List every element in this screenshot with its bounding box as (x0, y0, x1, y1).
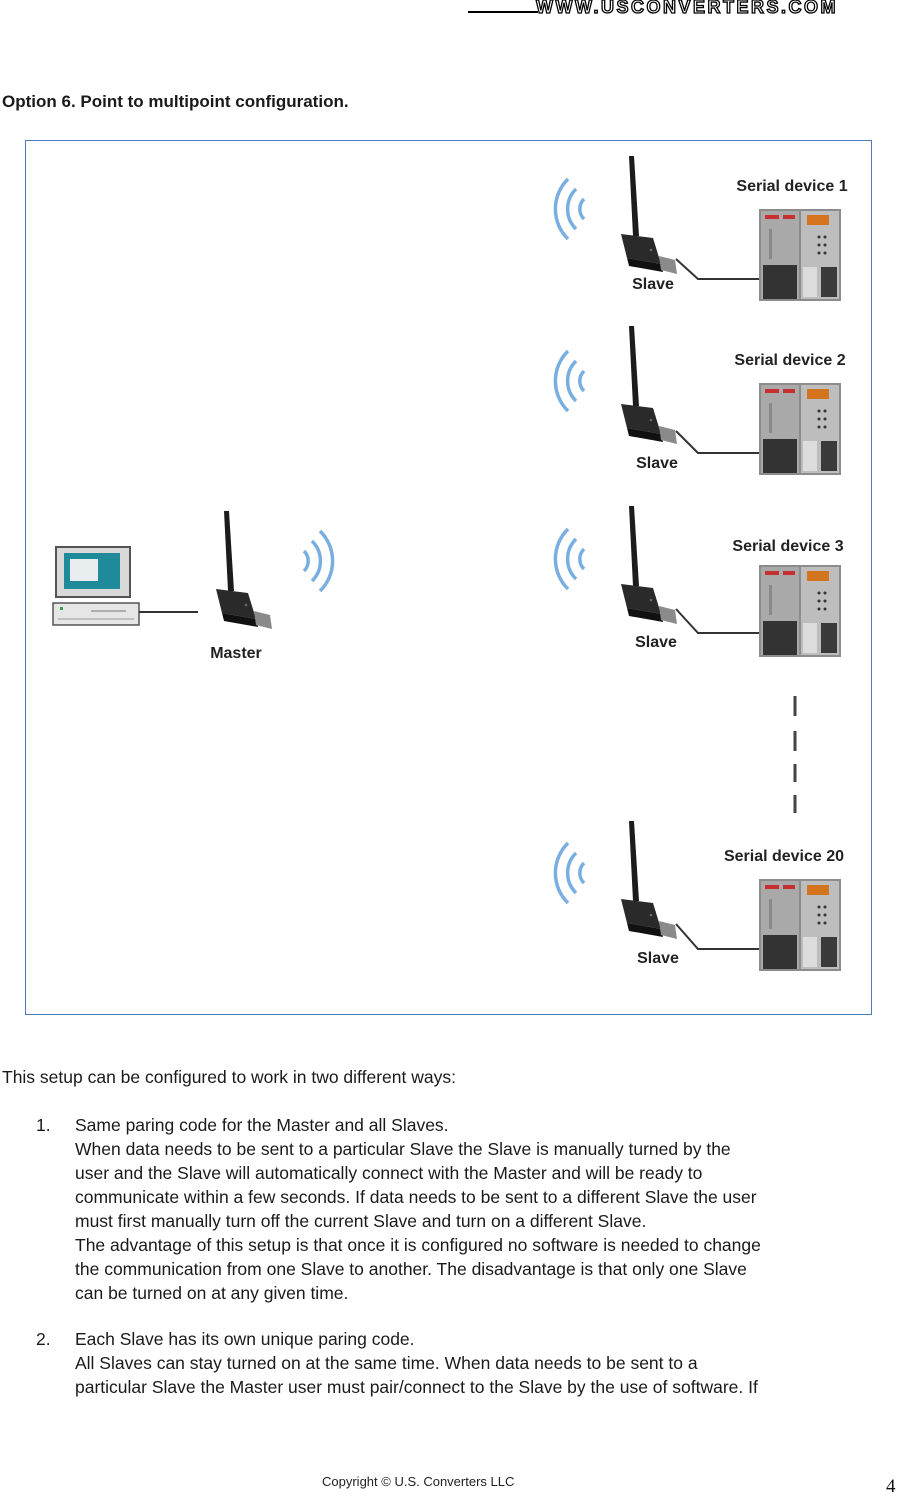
section-title: Option 6. Point to multipoint configurat… (2, 92, 349, 111)
diagram-figure: Master Slave Serial device 1 Slave Seria… (25, 140, 872, 1015)
header-website-url[interactable]: www.usconverters.com (535, 0, 838, 18)
slave-cable (675, 430, 766, 454)
list-item-text: Same paring code for the Master and all … (75, 1113, 895, 1305)
footer-copyright: Copyright © U.S. Converters LLC (322, 1474, 515, 1489)
device-label: Serial device 3 (732, 538, 843, 555)
device-label: Serial device 20 (724, 848, 844, 865)
text-line: The advantage of this setup is that once… (75, 1235, 761, 1255)
slave-adapter-icon (621, 506, 677, 624)
slave-wireless-signal-icon (553, 841, 586, 905)
text-line: can be turned on at any given time. (75, 1283, 349, 1303)
slave-group-2: Slave Serial device 2 (553, 326, 846, 475)
device-label: Serial device 2 (734, 352, 845, 369)
list-item-number: 2. (36, 1329, 51, 1349)
text-line: Same paring code for the Master and all … (75, 1115, 449, 1135)
slave-group-20: Slave Serial device 20 (553, 821, 844, 971)
text-line: the communication from one Slave to anot… (75, 1259, 747, 1279)
text-line: All Slaves can stay turned on at the sam… (75, 1353, 698, 1373)
master-label: Master (210, 645, 262, 662)
master-adapter-icon (216, 511, 272, 629)
text-line: When data needs to be sent to a particul… (75, 1139, 731, 1159)
slave-label: Slave (632, 276, 674, 293)
computer-icon (52, 546, 140, 626)
device-label: Serial device 1 (736, 178, 847, 195)
slave-adapter-icon (621, 156, 677, 274)
header-rule (468, 11, 538, 13)
list-item-text: Each Slave has its own unique paring cod… (75, 1327, 895, 1399)
slave-adapter-icon (621, 821, 677, 939)
slave-label: Slave (636, 455, 678, 472)
slave-cable (675, 258, 766, 280)
text-line: user and the Slave will automatically co… (75, 1163, 703, 1183)
text-line: must first manually turn off the current… (75, 1211, 647, 1231)
diagram-svg: Master Slave Serial device 1 Slave Seria… (52, 156, 848, 971)
intro-paragraph: This setup can be configured to work in … (2, 1067, 456, 1087)
text-line: particular Slave the Master user must pa… (75, 1377, 758, 1397)
slave-wireless-signal-icon (553, 177, 586, 241)
master-wireless-signal-icon (302, 529, 335, 593)
slave-cable (675, 923, 766, 950)
plc-device-icon (759, 565, 841, 657)
slave-group-1: Slave Serial device 1 (553, 156, 848, 301)
slave-wireless-signal-icon (553, 527, 586, 591)
text-line: communicate within a few seconds. If dat… (75, 1187, 757, 1207)
slave-cable (675, 608, 766, 634)
plc-device-icon (759, 209, 841, 301)
slave-adapter-icon (621, 326, 677, 444)
slave-label: Slave (637, 950, 679, 967)
text-line: Each Slave has its own unique paring cod… (75, 1329, 415, 1349)
plc-device-icon (759, 879, 841, 971)
plc-device-icon (759, 383, 841, 475)
list-item-number: 1. (36, 1115, 51, 1135)
slave-label: Slave (635, 634, 677, 651)
page-number: 4 (886, 1476, 896, 1497)
slave-wireless-signal-icon (553, 349, 586, 413)
slave-group-3: Slave Serial device 3 (553, 506, 844, 657)
